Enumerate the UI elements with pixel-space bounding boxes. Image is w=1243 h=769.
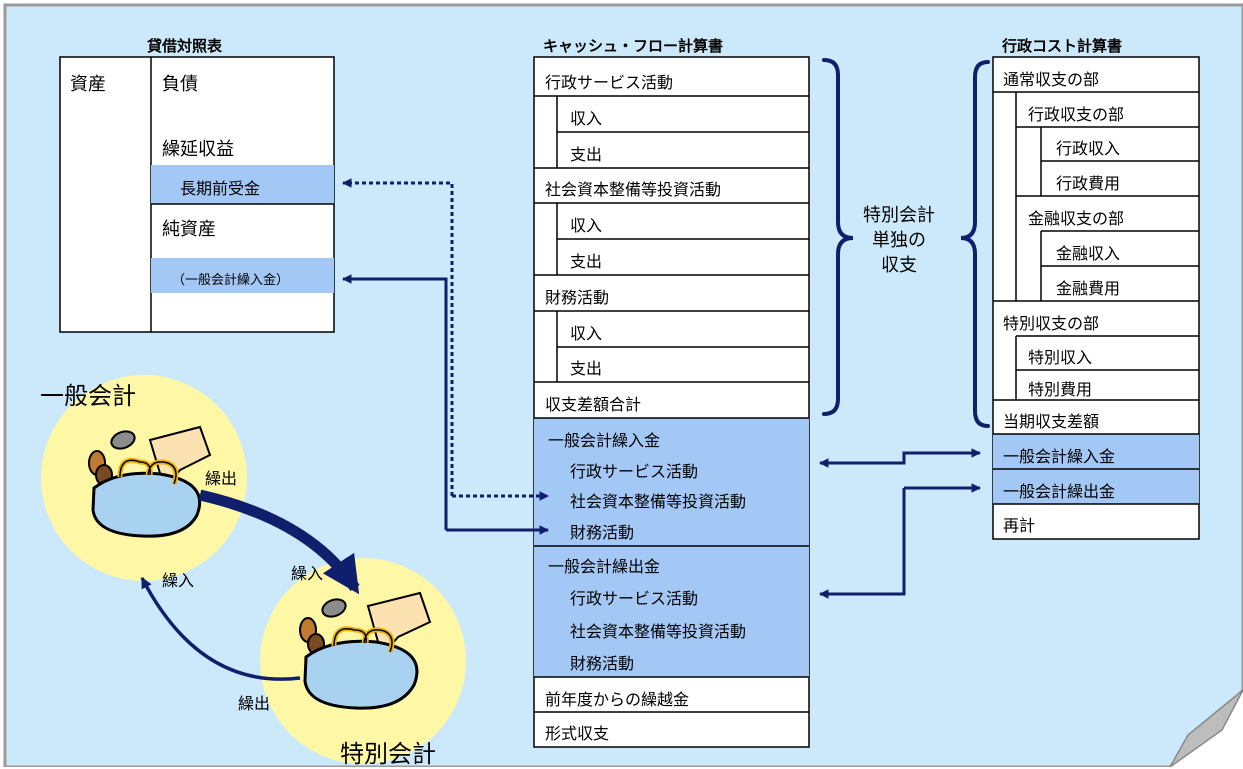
cf-balance-total: 収支差額合計 bbox=[545, 395, 642, 414]
long-term-advance-band bbox=[151, 165, 334, 204]
ac-financial-cost: 金融費用 bbox=[1056, 279, 1121, 298]
cf-social-expense: 支出 bbox=[570, 252, 603, 271]
cf-admin-service: 行政サービス活動 bbox=[545, 73, 674, 92]
cash-flow-title: キャッシュ・フロー計算書 bbox=[543, 37, 724, 55]
special-account-purse bbox=[260, 558, 466, 764]
coins-icon bbox=[88, 430, 136, 486]
ac-recount: 再計 bbox=[1003, 516, 1036, 535]
cf-out-social-capital: 社会資本整備等投資活動 bbox=[570, 622, 747, 641]
ac-financial-section: 金融収支の部 bbox=[1028, 209, 1125, 228]
ac-special-cost: 特別費用 bbox=[1028, 380, 1093, 399]
assets-label: 資産 bbox=[70, 74, 106, 95]
flow-arrows bbox=[140, 489, 360, 681]
cash-flow-statement bbox=[533, 56, 810, 748]
balance-sheet-title: 貸借対照表 bbox=[147, 37, 223, 55]
cf-in-financial: 財務活動 bbox=[570, 523, 635, 542]
cf-gen-transfer-in: 一般会計繰入金 bbox=[548, 431, 661, 450]
transfer-in-label-1: 繰入 bbox=[162, 571, 195, 590]
ac-financial-income: 金融収入 bbox=[1056, 244, 1121, 263]
connector-arrows bbox=[342, 178, 981, 599]
ac-admin-income: 行政収入 bbox=[1056, 139, 1121, 158]
admin-cost-title: 行政コスト計算書 bbox=[1002, 37, 1123, 55]
brace-left-of-admin-cost bbox=[960, 60, 990, 428]
general-account-purse bbox=[41, 375, 247, 581]
ac-ordinary-section: 通常収支の部 bbox=[1003, 70, 1100, 89]
cf-financial-income: 収入 bbox=[570, 324, 603, 343]
deferred-revenue-label: 繰延収益 bbox=[162, 139, 234, 160]
cf-financial: 財務活動 bbox=[545, 288, 610, 307]
ac-period-balance: 当期収支差額 bbox=[1003, 412, 1100, 431]
purse-icon bbox=[303, 639, 419, 710]
ac-special-income: 特別収入 bbox=[1028, 348, 1093, 367]
general-transfer-label: （一般会計繰入金） bbox=[172, 273, 290, 288]
cf-admin-expense: 支出 bbox=[570, 145, 603, 164]
ac-gen-transfer-out: 一般会計繰出金 bbox=[1003, 482, 1116, 501]
cf-gen-transfer-out: 一般会計繰出金 bbox=[548, 557, 661, 576]
special-account-label: 特別会計 bbox=[340, 740, 436, 768]
admin-cost-statement bbox=[992, 56, 1200, 540]
cf-out-admin-service: 行政サービス活動 bbox=[570, 589, 699, 608]
cf-admin-income: 収入 bbox=[570, 109, 603, 128]
brace-label-line-3: 収支 bbox=[881, 255, 917, 276]
net-assets-label: 純資産 bbox=[162, 219, 216, 240]
cf-financial-expense: 支出 bbox=[570, 359, 603, 378]
cf-in-admin-service: 行政サービス活動 bbox=[570, 462, 699, 481]
ac-gen-transfer-in: 一般会計繰入金 bbox=[1003, 447, 1116, 466]
long-term-advance-label: 長期前受金 bbox=[180, 179, 261, 198]
purse-icon bbox=[91, 471, 202, 538]
general-account-label: 一般会計 bbox=[40, 382, 136, 410]
general-transfer-band bbox=[151, 258, 334, 293]
cf-social-capital: 社会資本整備等投資活動 bbox=[545, 180, 722, 199]
brace-label-line-1: 特別会計 bbox=[863, 205, 935, 226]
ac-special-section: 特別収支の部 bbox=[1003, 314, 1100, 333]
cf-formal-balance: 形式収支 bbox=[545, 724, 610, 743]
balance-sheet bbox=[59, 56, 335, 333]
transfer-in-label-2: 繰入 bbox=[291, 564, 324, 583]
cf-out-financial: 財務活動 bbox=[570, 654, 635, 673]
liabilities-label: 負債 bbox=[162, 74, 198, 95]
ac-admin-cost: 行政費用 bbox=[1056, 174, 1121, 193]
ac-admin-section: 行政収支の部 bbox=[1028, 105, 1125, 124]
cf-social-income: 収入 bbox=[570, 216, 603, 235]
cf-carryover: 前年度からの繰越金 bbox=[545, 690, 690, 709]
brace-right-of-cashflow bbox=[822, 58, 854, 416]
brace-label-line-2: 単独の bbox=[872, 230, 926, 251]
transfer-out-label-2: 繰出 bbox=[238, 694, 271, 713]
transfer-out-label-1: 繰出 bbox=[205, 469, 238, 488]
cf-in-social-capital: 社会資本整備等投資活動 bbox=[570, 492, 747, 511]
